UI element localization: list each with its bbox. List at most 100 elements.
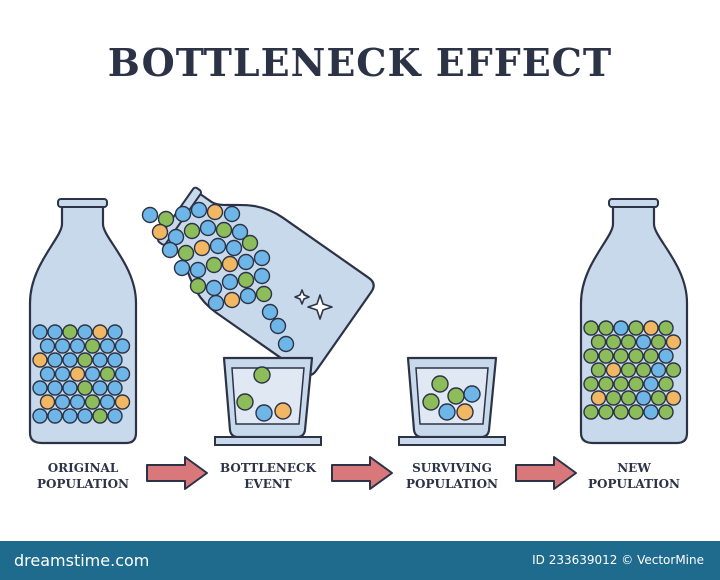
original-marbles [32, 324, 131, 424]
marble [114, 366, 131, 382]
marble [32, 408, 48, 424]
bottleneck-glass [214, 356, 322, 446]
marble [620, 362, 637, 378]
marble [62, 352, 78, 368]
marble [598, 348, 614, 364]
marble [39, 394, 56, 410]
step-label-line: NEW [617, 461, 651, 475]
marble [598, 320, 614, 336]
new-population-bottle [579, 198, 689, 445]
marble [69, 366, 86, 382]
marble [253, 249, 271, 267]
marble [583, 404, 599, 420]
marble [62, 408, 78, 424]
arrow-right-icon [515, 456, 577, 490]
marble [628, 348, 644, 364]
marble [174, 205, 192, 223]
marble [62, 380, 78, 396]
arrow-right-icon [331, 456, 393, 490]
step-label-surviving: SURVIVING POPULATION [377, 460, 527, 492]
diagram-title: BOTTLENECK EFFECT [107, 40, 613, 85]
marble [99, 394, 116, 410]
marble [650, 334, 667, 350]
marble [658, 348, 674, 364]
marble [215, 221, 233, 239]
marble [236, 393, 254, 411]
marble [62, 324, 78, 340]
marble [84, 366, 101, 382]
sparkle-icon [294, 289, 333, 320]
marble [583, 348, 599, 364]
marble [643, 376, 659, 392]
footer-info: ID 233639012 © VectorMine [532, 553, 704, 567]
marble [47, 324, 63, 340]
marble [39, 338, 56, 354]
footer-author: © VectorMine [621, 553, 704, 567]
marble [613, 348, 629, 364]
marble [114, 338, 131, 354]
marble [161, 241, 179, 259]
marble [47, 380, 63, 396]
marble [223, 291, 241, 309]
marble [173, 259, 191, 277]
marble [253, 366, 271, 384]
marble [431, 375, 449, 393]
marble [183, 222, 201, 240]
marble [54, 394, 71, 410]
step-label-original: ORIGINAL POPULATION [8, 460, 158, 492]
marble [221, 273, 239, 291]
marble [77, 352, 93, 368]
marble [253, 267, 271, 285]
marble [658, 320, 674, 336]
marble [206, 203, 224, 221]
step-label-line: ORIGINAL [47, 461, 119, 475]
marble [635, 390, 652, 406]
marble [47, 352, 63, 368]
footer-brand[interactable]: dreamstime.com [14, 551, 150, 570]
marble [189, 277, 207, 295]
marble [77, 324, 93, 340]
new-population-marbles [583, 320, 682, 420]
marble [650, 362, 667, 378]
marble [605, 362, 622, 378]
step-label-line: POPULATION [405, 477, 499, 491]
marble [99, 366, 116, 382]
marble [422, 393, 440, 411]
marble [658, 376, 674, 392]
marble [190, 201, 208, 219]
marble [269, 317, 287, 335]
marble [463, 385, 481, 403]
step-label-line: SURVIVING [412, 461, 492, 475]
marble [590, 390, 607, 406]
original-population-bottle [28, 198, 138, 445]
marble [628, 376, 644, 392]
pouring-marbles [141, 201, 295, 353]
marble [239, 287, 257, 305]
marble [69, 394, 86, 410]
marble [650, 390, 667, 406]
marble [583, 320, 599, 336]
marble [635, 334, 652, 350]
marble [590, 334, 607, 350]
marble [107, 408, 123, 424]
marble [205, 256, 223, 274]
step-label-line: EVENT [244, 477, 292, 491]
marble [209, 237, 227, 255]
marble [114, 394, 131, 410]
marble [590, 362, 607, 378]
marble [69, 338, 86, 354]
marble [39, 366, 56, 382]
marble [32, 352, 48, 368]
marble [223, 205, 241, 223]
marble [635, 362, 652, 378]
marble [84, 394, 101, 410]
marble [438, 403, 456, 421]
marble [665, 390, 682, 406]
marble [643, 348, 659, 364]
bottleneck-marbles [236, 366, 292, 422]
marble [107, 324, 123, 340]
marble [583, 376, 599, 392]
marble [628, 404, 644, 420]
marble [92, 408, 108, 424]
step-label-line: BOTTLENECK [220, 461, 316, 475]
